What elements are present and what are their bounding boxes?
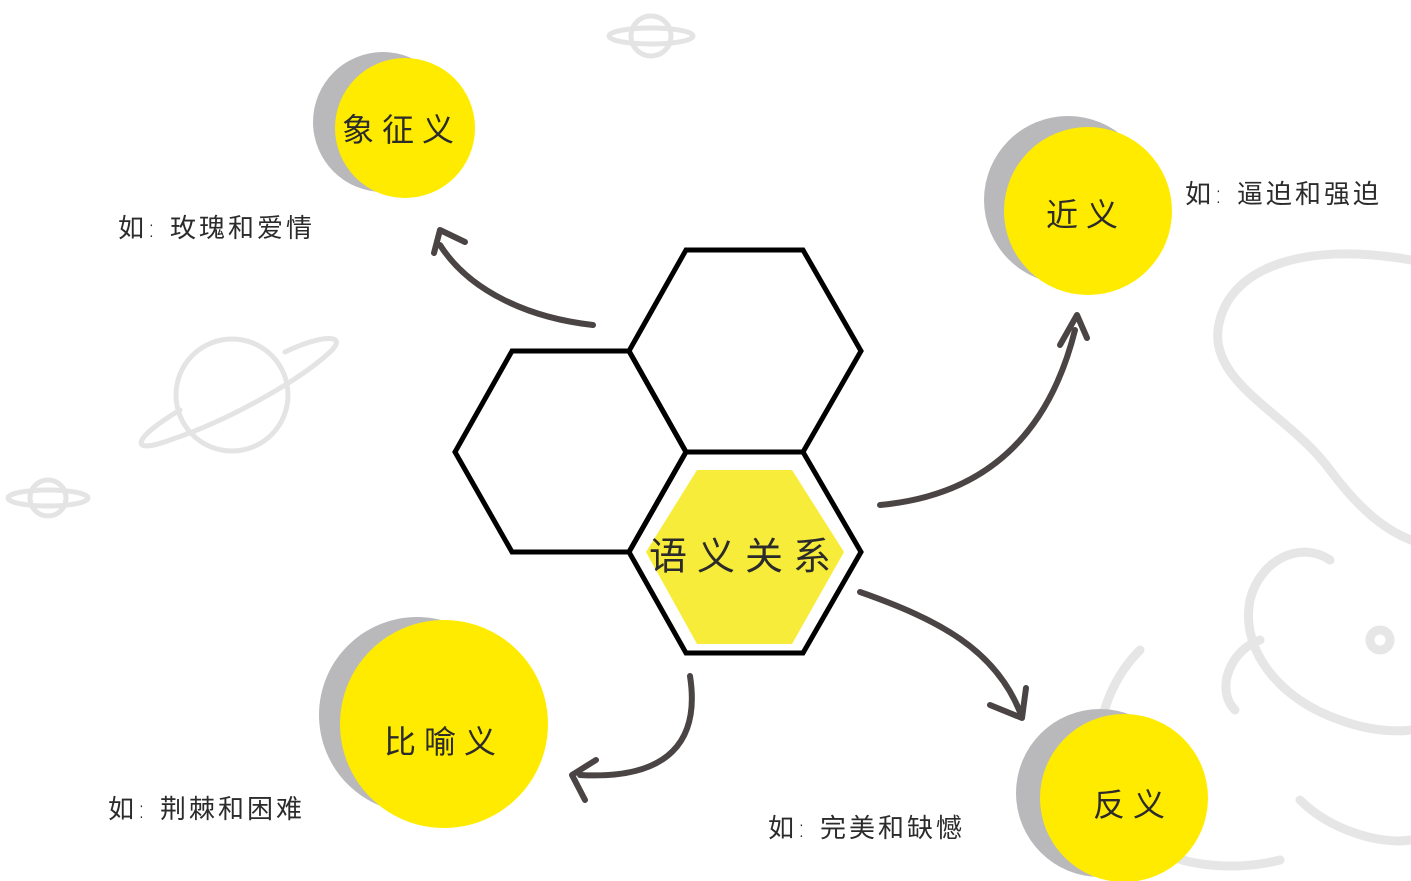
arrow-to-symbolic (431, 227, 596, 328)
node-symbolic-example: 如: 玫瑰和爱情 (118, 214, 316, 244)
node-synonym (984, 116, 1172, 295)
circle-yellow (335, 58, 475, 198)
node-symbolic-label: 象征义 (341, 111, 463, 149)
node-antonym-label: 反义 (1092, 786, 1174, 824)
arrow-to-synonym (877, 312, 1090, 508)
node-antonym (1016, 709, 1208, 881)
hexagon-left (452, 348, 689, 555)
planet-large-left-icon (138, 336, 339, 454)
circle-yellow (1040, 714, 1208, 881)
hexagon-cluster (452, 247, 864, 656)
arrow-to-metaphor (569, 673, 695, 803)
hexagon-top (626, 247, 864, 455)
node-metaphor-label: 比喻义 (383, 723, 505, 761)
circle-yellow (1004, 127, 1172, 295)
center-label: 语义关系 (648, 534, 842, 579)
node-symbolic (313, 52, 475, 198)
node-synonym-label: 近义 (1045, 196, 1127, 234)
node-antonym-example: 如: 完美和缺憾 (768, 814, 966, 844)
circle-yellow (340, 620, 548, 828)
planet-small-left-icon (5, 477, 91, 519)
arrows (431, 227, 1090, 803)
arrow-to-antonym (857, 589, 1029, 721)
node-metaphor (319, 617, 548, 828)
node-metaphor-example: 如: 荆棘和困难 (108, 795, 306, 825)
hexagon-center (626, 449, 864, 656)
hexagon-center-fill (646, 470, 844, 644)
planet-small-top-icon (606, 13, 696, 59)
node-synonym-example: 如: 逼迫和强迫 (1185, 180, 1383, 210)
decorative-background (5, 13, 1411, 871)
